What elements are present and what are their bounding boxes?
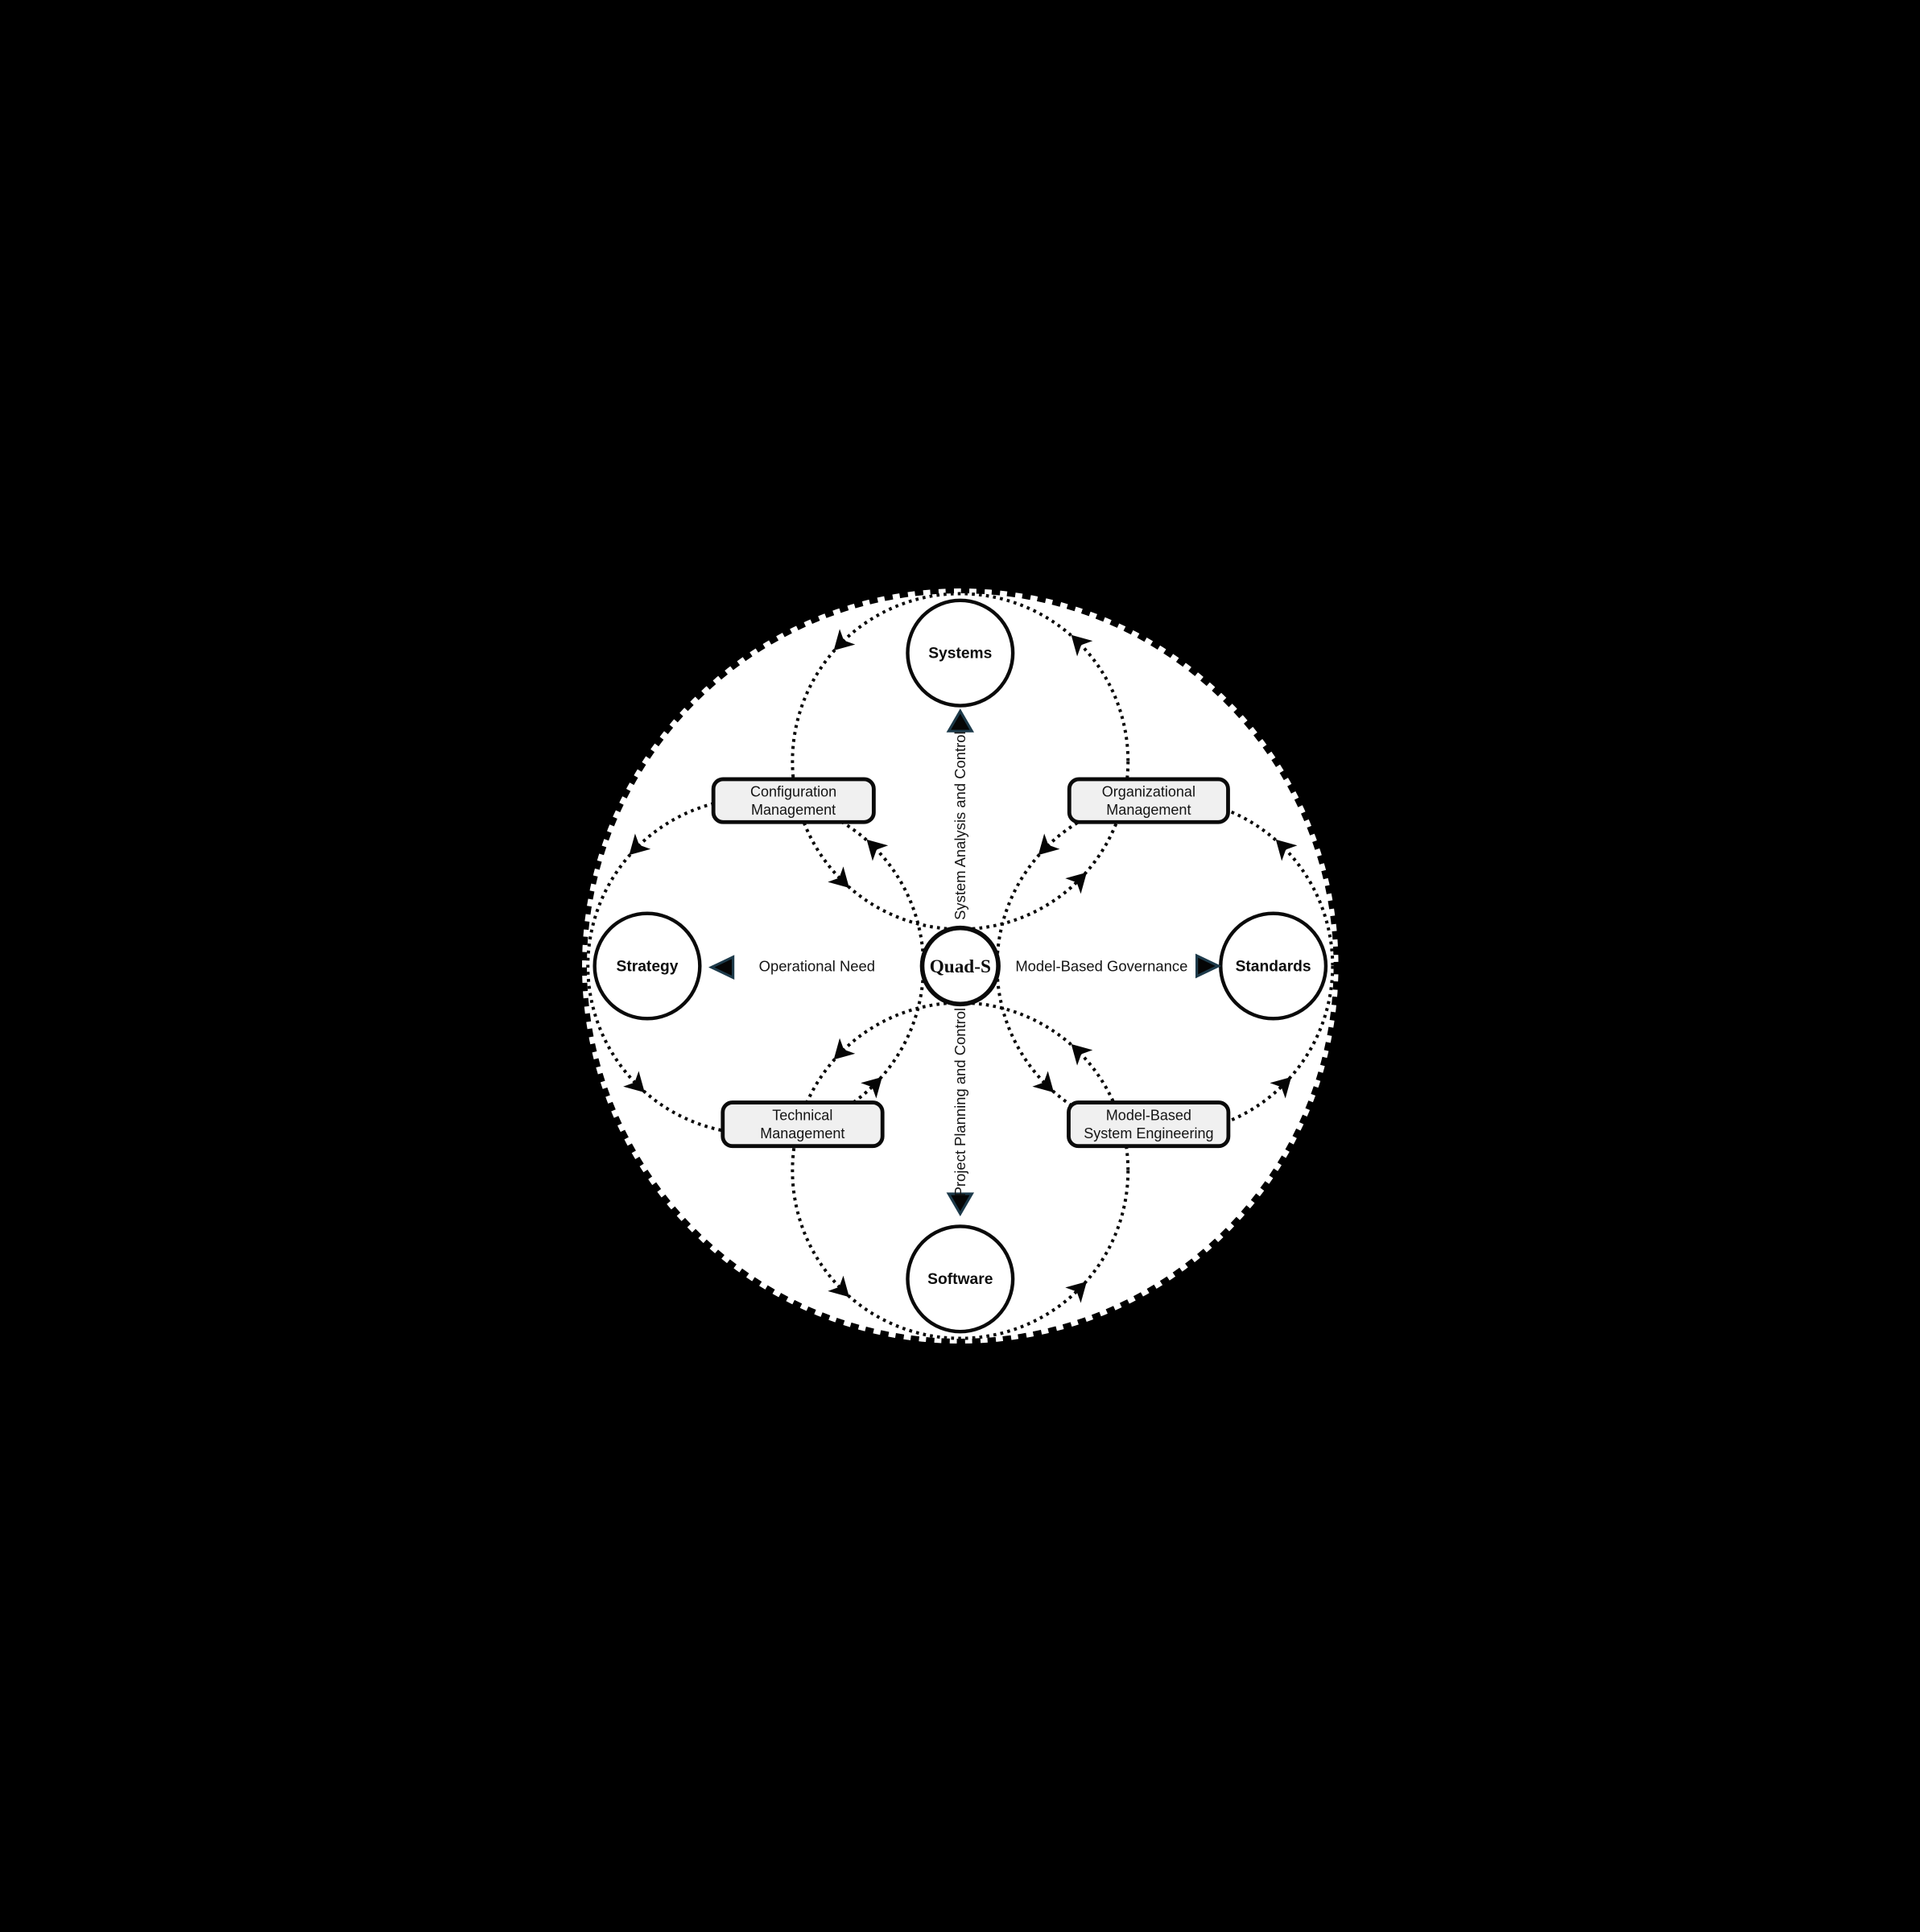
configuration-management-line2: Management <box>750 802 835 818</box>
triangle-left-icon <box>708 955 734 980</box>
diagram-canvas: Systems Strategy Standards Software Quad… <box>575 579 1345 1353</box>
node-strategy: Strategy <box>592 911 702 1021</box>
box-configuration-management: Configuration Management <box>711 777 876 824</box>
flow-labels: System Analysis and Control Project Plan… <box>758 731 1187 1196</box>
box-organizational-management: Organizational Management <box>1067 777 1230 824</box>
mbse-line2: System Engineering <box>1084 1125 1213 1141</box>
technical-management-line2: Management <box>760 1125 844 1141</box>
software-circle <box>905 1224 1014 1334</box>
systems-label: Systems <box>928 646 992 663</box>
box-technical-management: Technical Management <box>720 1100 885 1149</box>
standards-label: Standards <box>1235 958 1311 975</box>
technical-management-box <box>720 1100 885 1149</box>
system-analysis-label: System Analysis and Control <box>951 731 968 919</box>
triangle-down-icon <box>946 1192 974 1217</box>
quad-s-circle <box>919 925 1001 1007</box>
node-software: Software <box>905 1224 1014 1334</box>
direction-triangles <box>708 708 1221 1217</box>
operational-need-label: Operational Need <box>758 957 874 974</box>
configuration-management-line1: Configuration <box>749 784 836 800</box>
box-model-based-system-engineering: Model-Based System Engineering <box>1066 1100 1230 1149</box>
software-label: Software <box>927 1271 993 1288</box>
quad-s-label: Quad-S <box>929 956 990 977</box>
triangle-up-icon <box>946 708 974 733</box>
systems-circle <box>905 598 1014 708</box>
organizational-management-line1: Organizational <box>1101 784 1195 800</box>
strategy-label: Strategy <box>616 958 678 975</box>
triangle-right-icon <box>1195 953 1221 979</box>
organizational-management-box <box>1067 777 1230 824</box>
project-planning-label: Project Planning and Control <box>951 1008 968 1197</box>
node-quad-s: Quad-S <box>919 925 1001 1007</box>
mbse-line1: Model-Based <box>1105 1108 1191 1124</box>
configuration-management-box <box>711 777 876 824</box>
node-standards: Standards <box>1218 911 1327 1021</box>
governance-label: Model-Based Governance <box>1015 957 1187 974</box>
organizational-management-line2: Management <box>1106 802 1191 818</box>
technical-management-line1: Technical <box>772 1108 832 1124</box>
node-systems: Systems <box>905 598 1014 708</box>
strategy-circle <box>592 911 702 1021</box>
mbse-box <box>1066 1100 1230 1149</box>
